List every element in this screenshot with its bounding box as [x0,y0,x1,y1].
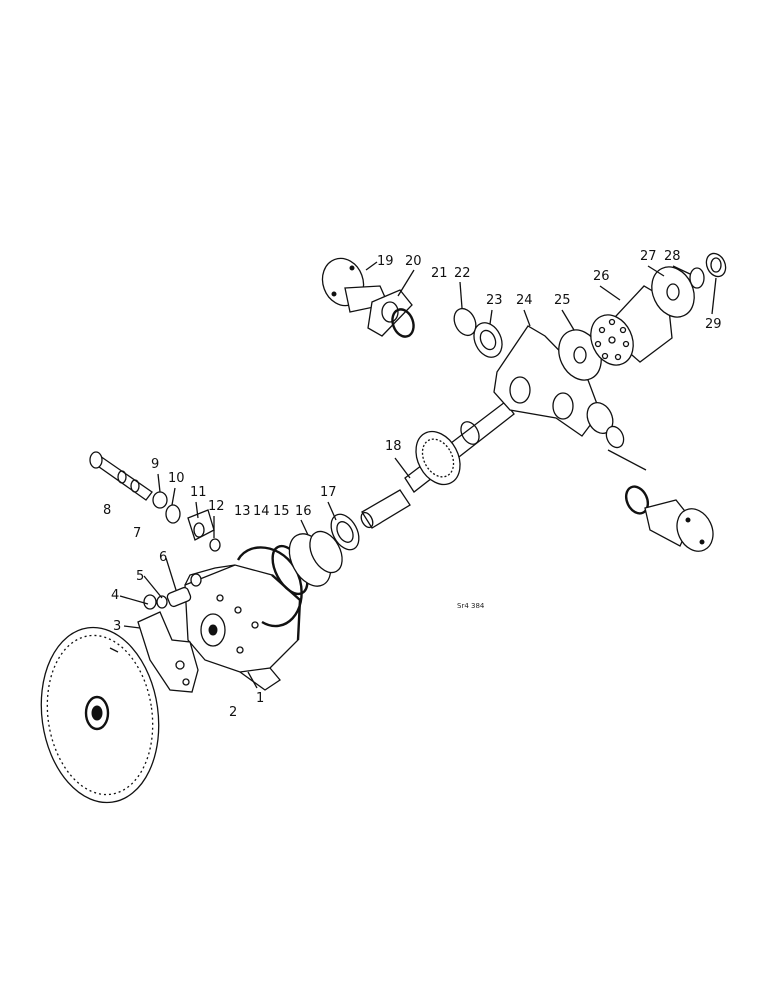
callout-8: 8 [103,503,111,518]
pump-housing [184,564,302,691]
callout-10: 10 [168,471,185,486]
callout-4: 4 [111,588,119,603]
callout-17: 17 [320,485,337,500]
callout-26: 26 [593,269,610,284]
callout-20: 20 [405,254,422,269]
callout-11: 11 [190,485,207,500]
callout-2: 2 [229,705,237,720]
callout-16: 16 [295,504,312,519]
callout-5: 5 [136,569,144,584]
callout-13: 13 [234,504,251,519]
callout-12: 12 [208,499,225,514]
callout-22: 22 [454,266,471,281]
gasket-plate [137,611,199,693]
reference-code: Sr4 384 [457,602,485,610]
body-24 [493,325,625,449]
callout-24: 24 [516,293,533,308]
callout-15: 15 [273,504,290,519]
cylinder-26 [590,285,673,366]
gasket-20 [367,289,415,338]
bearing-16-17 [309,513,360,574]
callout-14: 14 [253,504,270,519]
callout-28: 28 [664,249,681,264]
small-parts [89,451,221,610]
callout-23: 23 [486,293,503,308]
callout-27: 27 [640,249,657,264]
lower-flange [607,449,714,552]
callout-1: 1 [256,691,264,706]
gear-shaft [360,401,515,529]
callout-7: 7 [133,526,141,541]
leader-lines [109,261,717,689]
callout-29: 29 [705,317,722,332]
bearing-21-23 [453,307,503,358]
callout-21: 21 [431,266,448,281]
callout-6: 6 [159,550,167,565]
callout-3: 3 [113,619,121,634]
callout-19: 19 [377,254,394,269]
callout-18: 18 [385,439,402,454]
flywheel-disc [40,626,160,804]
callout-9: 9 [151,457,159,472]
bearing-28-29 [689,252,727,289]
callout-25: 25 [554,293,571,308]
callout-labels: 1 2 3 4 5 6 7 8 9 10 11 12 13 14 15 16 1… [103,249,722,720]
